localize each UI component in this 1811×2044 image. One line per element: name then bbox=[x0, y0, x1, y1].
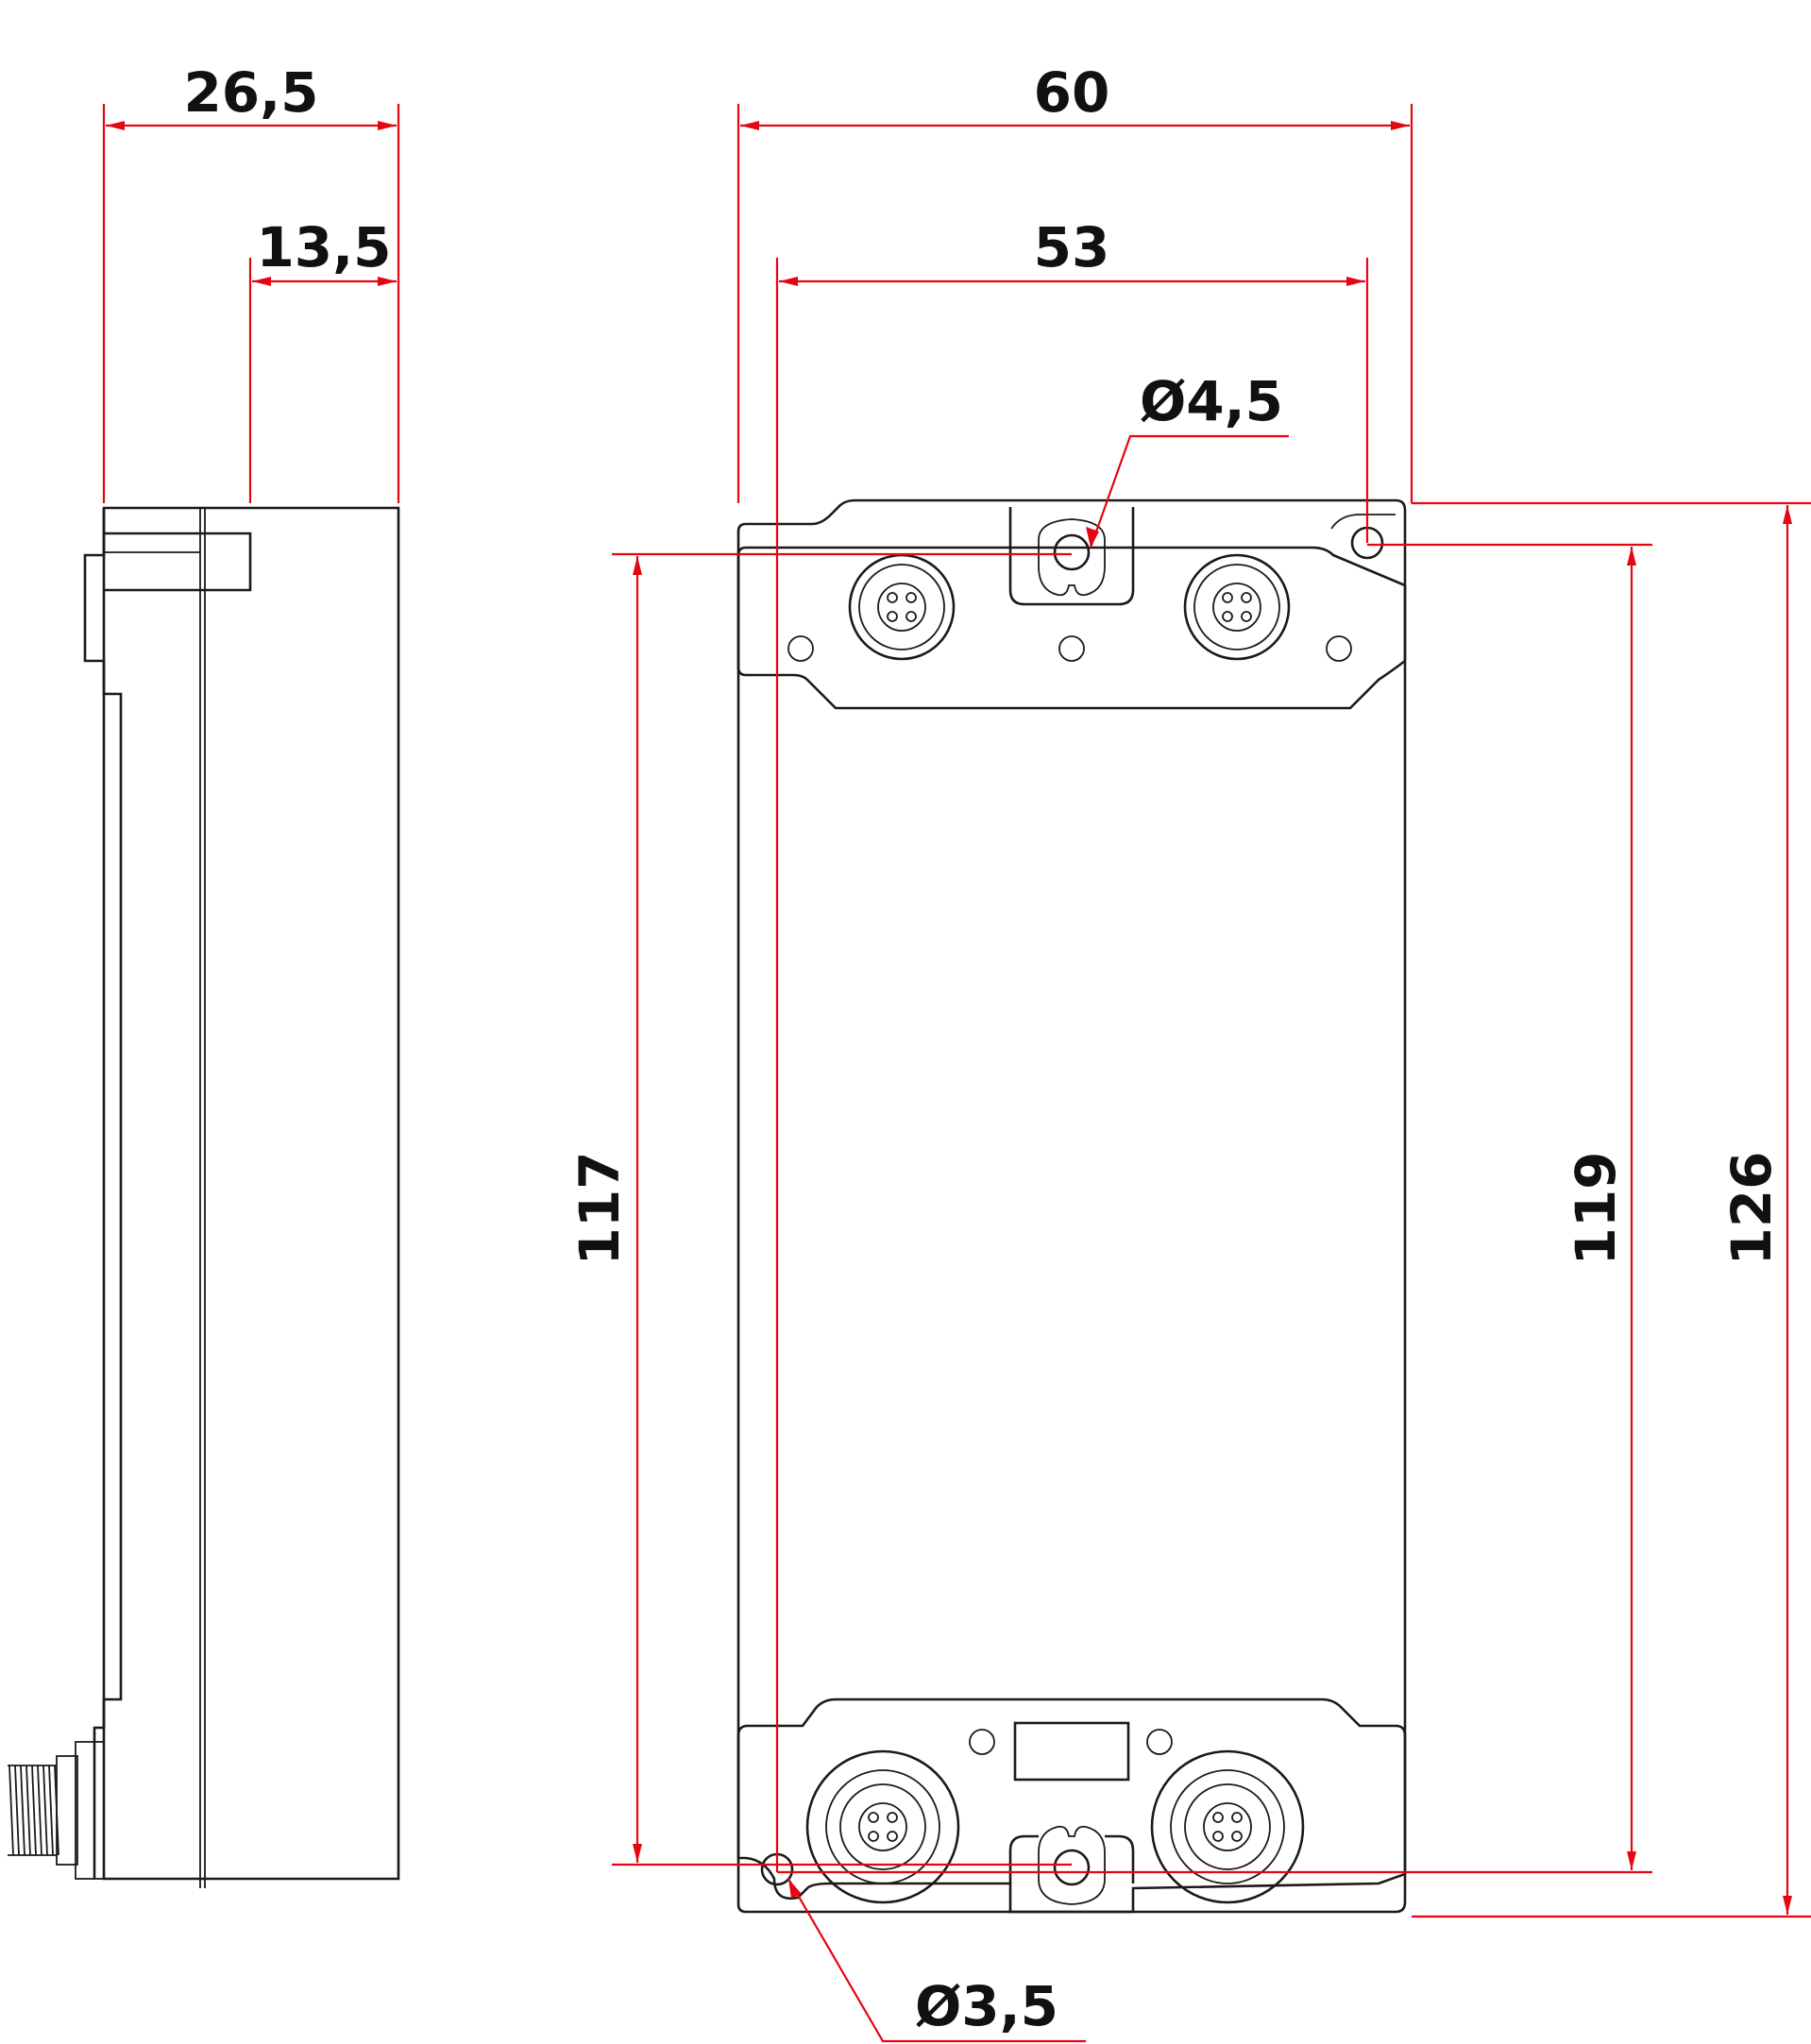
led-top-left bbox=[787, 635, 814, 662]
thread-tooth bbox=[14, 1765, 20, 1856]
led-top-center bbox=[1058, 635, 1085, 662]
dim-label-126: 126 bbox=[1719, 1151, 1784, 1265]
side-view bbox=[8, 506, 400, 1888]
led-bottom-right bbox=[1146, 1729, 1173, 1755]
dim-label-d3-5: Ø3,5 bbox=[915, 1974, 1058, 2038]
connector-bottom-left bbox=[805, 1749, 960, 1904]
front-top-plate bbox=[736, 546, 1407, 710]
connector-top-right bbox=[1183, 553, 1291, 661]
thread-tooth bbox=[8, 1765, 14, 1856]
label-window bbox=[1013, 1721, 1130, 1782]
dim-label-26-5: 26,5 bbox=[183, 60, 318, 125]
led-bottom-left bbox=[969, 1729, 995, 1755]
thread-tooth bbox=[42, 1765, 48, 1856]
front-top-mount-hole bbox=[1053, 533, 1091, 571]
side-profile-steps bbox=[83, 508, 123, 1879]
connector-bottom-right bbox=[1150, 1749, 1305, 1904]
thread-tooth bbox=[37, 1765, 42, 1856]
thread-tooth bbox=[25, 1765, 31, 1856]
side-dimensions: 26,5 13,5 bbox=[102, 60, 400, 503]
connector-top-left bbox=[848, 553, 956, 661]
front-view bbox=[736, 498, 1407, 1914]
front-top-slot bbox=[1038, 518, 1106, 597]
thread-tooth bbox=[31, 1765, 37, 1856]
dim-label-117: 117 bbox=[567, 1151, 632, 1265]
dim-label-d4-5: Ø4,5 bbox=[1140, 369, 1283, 433]
dim-label-53: 53 bbox=[1034, 215, 1110, 279]
thread-tooth bbox=[20, 1765, 25, 1856]
dim-label-60: 60 bbox=[1034, 60, 1110, 125]
dim-label-13-5: 13,5 bbox=[256, 215, 391, 279]
front-dimensions: 60 53 Ø4,5 Ø3,5 117 119 126 bbox=[567, 60, 1811, 2043]
side-housing-outline bbox=[102, 506, 400, 1881]
front-bottom-mount-hole bbox=[1053, 1849, 1091, 1886]
front-body-outline bbox=[736, 498, 1407, 1914]
side-connector-thread bbox=[8, 1765, 59, 1856]
leader-d4-5 bbox=[1089, 434, 1289, 549]
front-bottom-slot bbox=[1038, 1825, 1106, 1905]
led-top-right bbox=[1326, 635, 1352, 662]
thread-tooth bbox=[54, 1765, 59, 1856]
front-bottom-plate bbox=[736, 1698, 1407, 1914]
thread-tooth bbox=[48, 1765, 54, 1856]
side-flange-block bbox=[104, 532, 252, 592]
leader-d3-5 bbox=[787, 1878, 1086, 2043]
front-top-notch bbox=[1008, 507, 1135, 606]
dim-label-119: 119 bbox=[1564, 1151, 1628, 1265]
